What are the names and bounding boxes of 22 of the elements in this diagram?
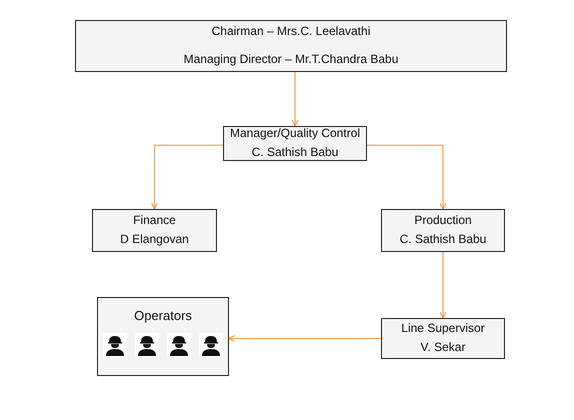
role-label: Finance <box>133 213 176 229</box>
name-label: C. Sathish Babu <box>400 232 486 248</box>
name-label: Managing Director – Mr.T.Chandra Babu <box>184 52 398 68</box>
role-label: Manager/Quality Control <box>230 126 360 142</box>
org-box <box>97 297 229 376</box>
connector-arrow <box>440 252 446 319</box>
role-label: Production <box>414 213 472 229</box>
name-label: C. Sathish Babu <box>252 145 338 161</box>
org-box <box>381 318 505 359</box>
connector-arrow <box>366 144 446 210</box>
org-box <box>92 209 217 252</box>
role-label: Operators <box>134 308 192 325</box>
role-label: Line Supervisor <box>401 321 485 337</box>
org-box <box>75 20 507 72</box>
connector-arrow <box>228 335 382 342</box>
connector-arrow <box>151 144 224 210</box>
org-box <box>223 126 367 161</box>
name-label: V. Sekar <box>420 340 466 356</box>
connector-arrow <box>292 72 298 127</box>
org-box <box>381 209 505 252</box>
role-label: Chairman – Mrs.C. Leelavathi <box>212 24 370 40</box>
name-label: D Elangovan <box>120 232 189 248</box>
